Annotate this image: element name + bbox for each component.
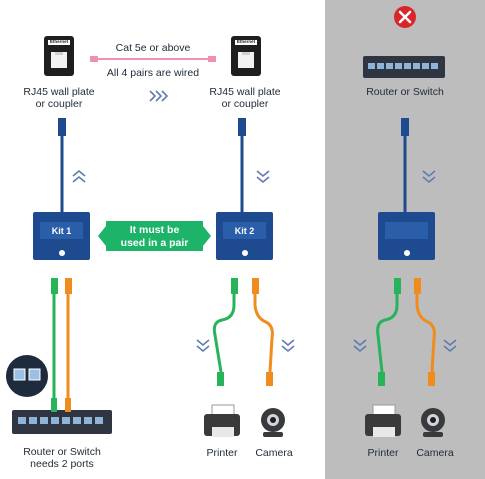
green-cable-right-icon <box>376 278 401 386</box>
blue-cable-right-icon <box>401 118 409 212</box>
pink-cable-icon <box>90 56 216 62</box>
pair-note-arrow-icon <box>98 221 211 251</box>
router-top-label: Router or Switch <box>366 86 444 98</box>
wall-plate-right-icon <box>231 36 261 76</box>
printer-icon <box>365 404 401 437</box>
close-icon <box>394 6 416 28</box>
kit2-box-icon <box>216 212 273 260</box>
printer-label-gray: Printer <box>367 447 399 459</box>
chevron-down-icon <box>256 170 270 184</box>
kit1-label: Kit 1 <box>51 226 72 236</box>
wall-plate-left-badge: Ethernet <box>49 39 69 44</box>
wall-plate-right-badge: Ethernet <box>236 39 256 44</box>
wall-plate-left-line2: or coupler <box>35 98 83 110</box>
orange-cable-right-icon <box>414 278 436 386</box>
router-bottom-line1: Router or Switch <box>23 446 101 458</box>
wall-plate-right-line1: RJ45 wall plate <box>209 86 281 98</box>
pair-note-line2: used in a pair <box>120 237 189 249</box>
green-cable-middle-icon <box>212 278 238 386</box>
wall-plate-left-line1: RJ45 wall plate <box>23 86 95 98</box>
cable-caption-line1: Cat 5e or above <box>115 42 191 54</box>
router-bottom-line2: needs 2 ports <box>30 458 94 470</box>
orange-cable-left-icon <box>65 278 72 398</box>
printer-label: Printer <box>206 447 238 459</box>
chevron-down-icon <box>353 339 367 353</box>
camera-icon <box>261 408 285 437</box>
chevron-down-icon <box>196 339 210 353</box>
wall-plate-right-line2: or coupler <box>221 98 269 110</box>
blue-cable-left-icon <box>58 118 66 212</box>
blue-cable-middle-icon <box>238 118 246 212</box>
kit-gray-box-icon <box>378 212 435 260</box>
kit2-label: Kit 2 <box>234 226 255 236</box>
chevron-up-icon <box>72 169 86 183</box>
pair-note-line1: It must be <box>129 224 180 236</box>
port-zoom-icon <box>6 355 48 397</box>
kit1-box-icon <box>33 212 90 260</box>
router-bottom-icon <box>12 398 112 434</box>
orange-cable-middle-icon <box>252 278 274 386</box>
green-cable-left-icon <box>51 278 58 398</box>
printer-icon <box>204 404 240 437</box>
camera-icon <box>421 408 445 437</box>
chevron-down-icon <box>443 339 457 353</box>
camera-label: Camera <box>255 447 293 459</box>
wall-plate-left-icon <box>44 36 74 76</box>
chevron-right-icon <box>149 90 169 102</box>
cable-caption-line2: All 4 pairs are wired <box>106 67 200 79</box>
camera-label-gray: Camera <box>416 447 454 459</box>
chevron-down-icon <box>281 339 295 353</box>
chevron-down-icon <box>422 170 436 184</box>
router-top-icon <box>363 56 445 78</box>
